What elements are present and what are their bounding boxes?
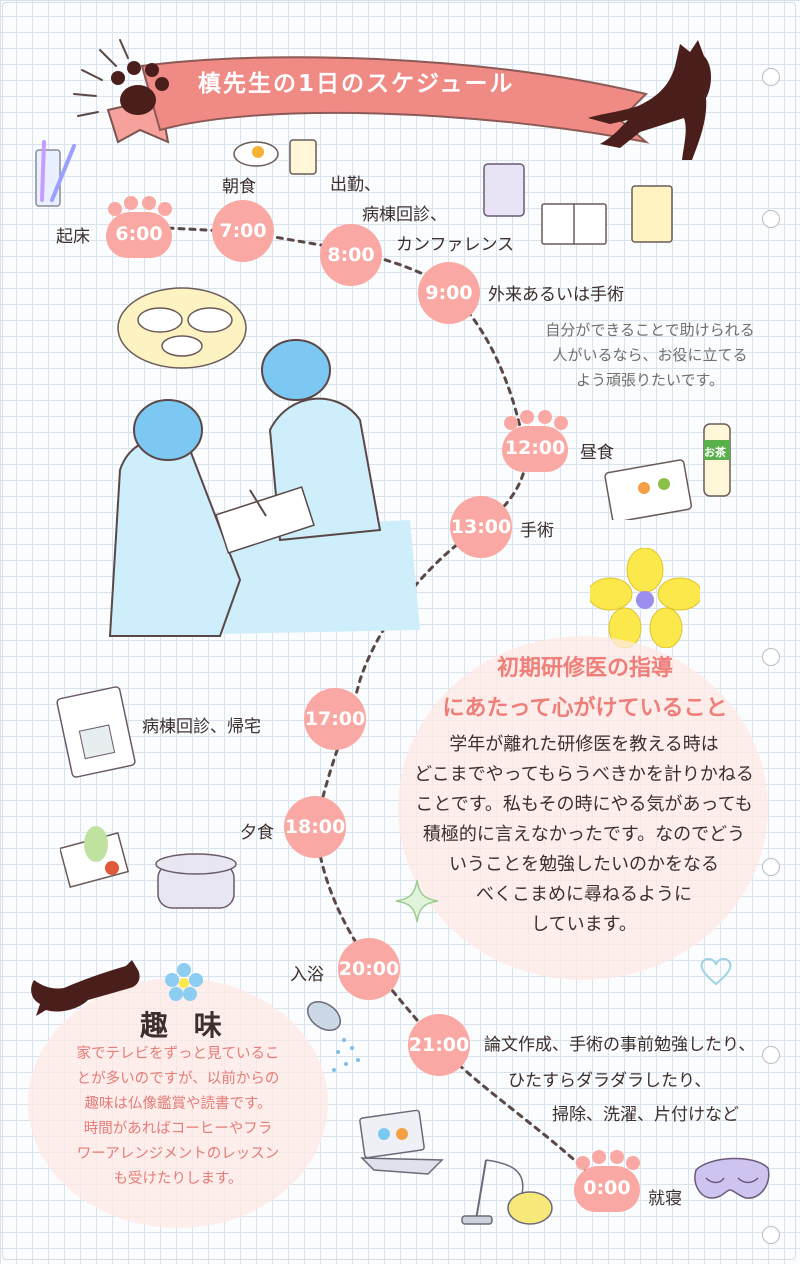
surgery-illustration (108, 287, 420, 637)
hobby-line: 時間があればコーヒーやフラ (83, 1121, 273, 1137)
hobby-line: ワーアレンジメントのレッスン (76, 1146, 280, 1162)
sleep-mask-icon (694, 1157, 770, 1199)
time-circle-7: 7:00 (212, 200, 274, 262)
binder-hole (762, 1046, 780, 1064)
hobby-line: 趣味は仏像鑑賞や読書です。 (84, 1096, 272, 1112)
hobby-background (28, 978, 328, 1228)
cooking-pot-icon (60, 826, 237, 909)
clipboard-icon (56, 686, 136, 778)
time-circle-20: 20:00 (338, 938, 400, 1000)
fried-egg-icon (233, 139, 317, 175)
event-label: ひたすらダラダラしたり、 (508, 1071, 712, 1091)
guidance-line: べくこまめに尋ねるように (476, 884, 692, 905)
time-label: 6:00 (115, 223, 163, 245)
event-label: 手術 (520, 521, 554, 541)
hobby-title: 趣 味 (140, 1009, 230, 1042)
event-label: 外来あるいは手術 (488, 285, 624, 305)
vacuum-icon (461, 1159, 553, 1225)
guidance-body: 学年が離れた研修医を教える時は どこまでやってもらうべきかを計りかねる ことです… (404, 730, 764, 940)
time-circle-9: 9:00 (418, 262, 480, 324)
event-label: 起床 (56, 227, 90, 247)
bento-and-tea-icon (604, 423, 731, 520)
time-circle-18: 18:00 (284, 796, 346, 858)
heart-icon (700, 958, 732, 986)
event-label: 病棟回診、 (362, 205, 447, 225)
time-paw-12: 12:00 (500, 410, 570, 476)
guidance-line: ことです。私もその時にやる気があっても (415, 794, 753, 815)
hobby-line: 家でテレビをずっと見ているこ (76, 1046, 280, 1062)
event-label: 夕食 (240, 823, 274, 843)
time-circle-17: 17:00 (304, 688, 366, 750)
hobby-line: とが多いのですが、以前からの (76, 1071, 280, 1087)
event-label: 論文作成、手術の事前勉強したり、 (484, 1035, 756, 1055)
binder-hole (762, 68, 780, 86)
notebooks-icon (483, 163, 673, 245)
blue-flower-icon (165, 963, 203, 1001)
hobby-body: 家でテレビをずっと見ているこ とが多いのですが、以前からの 趣味は仏像鑑賞や読書… (46, 1042, 310, 1192)
time-circle-13: 13:00 (450, 496, 512, 558)
time-circle-21: 21:00 (408, 1014, 470, 1076)
time-paw-6: 6:00 (104, 196, 174, 262)
guidance-title: 初期研修医の指導 (496, 656, 673, 681)
binder-hole (762, 210, 780, 228)
flower-icon (590, 548, 700, 648)
laptop-icon (359, 1109, 444, 1175)
shower-icon (306, 1000, 360, 1072)
event-label: 昼食 (580, 443, 614, 463)
time-circle-8: 8:00 (320, 224, 382, 286)
event-label: 掃除、洗濯、片付けなど (552, 1105, 739, 1125)
event-label: カンファレンス (396, 235, 515, 255)
quote-line: 人がいるなら、お役に立てる (552, 346, 748, 364)
binder-hole (762, 1226, 780, 1244)
guidance-background (398, 636, 768, 980)
event-label: 朝食 (222, 177, 256, 197)
event-label: 就寝 (648, 1189, 682, 1209)
time-paw-0: 0:00 (572, 1150, 642, 1216)
toothbrush-cup-icon (35, 140, 76, 207)
guidance-line: 積極的に言えなかったです。なのでどう (422, 824, 746, 845)
guidance-title: にあたって心がけていること (442, 696, 728, 721)
quote-line: よう頑張りたいです。 (575, 371, 725, 389)
event-label: 病棟回診、帰宅 (142, 717, 261, 737)
guidance-line: どこまでやってもらうべきかを計りかねる (414, 764, 754, 785)
time-label: 0:00 (583, 1177, 631, 1199)
guidance-line: しています。 (531, 914, 637, 935)
quote-line: 自分ができることで助けられる (545, 321, 755, 339)
guidance-line: いうことを勉強したいのかをなる (449, 854, 719, 875)
time-label: 12:00 (504, 437, 566, 459)
cat-icon (31, 960, 140, 1016)
binder-hole (762, 858, 780, 876)
binder-hole (762, 648, 780, 666)
title-ribbon (73, 39, 650, 144)
event-label: 出勤、 (330, 175, 381, 195)
hobby-line: も受けたりします。 (113, 1171, 243, 1187)
guidance-line: 学年が離れた研修医を教える時は (449, 734, 719, 755)
cat-icon (588, 40, 711, 160)
event-label: 入浴 (290, 965, 324, 985)
sparkle-icon (395, 879, 439, 923)
quote-text: 自分ができることで助けられる 人がいるなら、お役に立てる よう頑張りたいです。 (510, 318, 790, 393)
page-title: 槙先生の1日のスケジュール (198, 71, 515, 97)
bottle-label: お茶 (704, 446, 726, 459)
